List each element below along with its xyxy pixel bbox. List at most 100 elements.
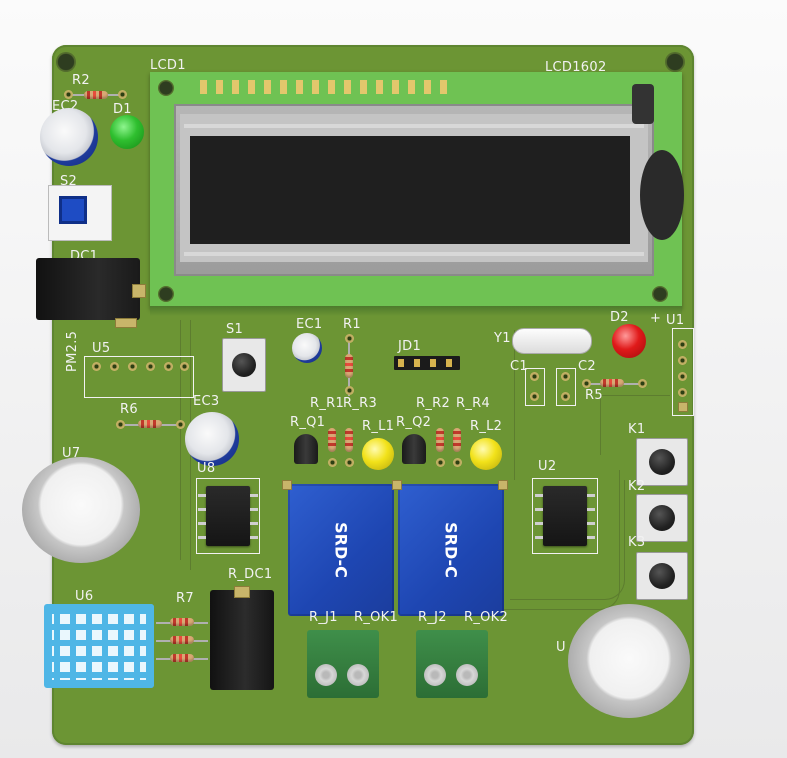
relay-1-text: SRD-C xyxy=(331,522,351,578)
pad xyxy=(530,372,539,381)
label-u1: U1 xyxy=(666,313,685,328)
pad xyxy=(282,480,292,490)
button-k3-cap[interactable] xyxy=(649,563,675,589)
pad xyxy=(392,480,402,490)
button-k1-cap[interactable] xyxy=(649,449,675,475)
pad xyxy=(530,392,539,401)
chip-u2 xyxy=(535,486,595,546)
label-s1: S1 xyxy=(226,322,244,337)
lcd-hole xyxy=(652,286,668,302)
resistor-r-r1 xyxy=(328,428,336,452)
pad xyxy=(110,362,119,371)
pad xyxy=(64,90,73,99)
button-k1[interactable] xyxy=(636,438,688,486)
lcd-bezel-line-top xyxy=(184,124,644,128)
pad xyxy=(678,356,687,365)
pad xyxy=(498,480,508,490)
dc-jack-r-dc1 xyxy=(210,590,274,690)
label-y1: Y1 xyxy=(494,331,511,346)
led-r-l2-yellow xyxy=(470,438,502,470)
lcd-module-shadow xyxy=(150,306,682,316)
label-r-r2: R_R2 xyxy=(416,396,451,411)
label-c1: C1 xyxy=(510,359,528,374)
header-u5-outline xyxy=(84,356,194,398)
pad xyxy=(345,386,354,395)
lcd-hole xyxy=(158,80,174,96)
pad xyxy=(146,362,155,371)
terminal-screw[interactable] xyxy=(456,664,478,686)
label-lcd1: LCD1 xyxy=(150,58,186,73)
label-ec3: EC3 xyxy=(193,394,220,409)
label-r1: R1 xyxy=(343,317,361,332)
pad xyxy=(115,318,137,328)
terminal-screw[interactable] xyxy=(315,664,337,686)
pad xyxy=(116,420,125,429)
resistor-r7 xyxy=(170,618,194,626)
capacitor-c1 xyxy=(525,368,545,406)
label-r-ok2: R_OK2 xyxy=(464,610,509,625)
label-u7: U7 xyxy=(62,446,81,461)
lcd-hole xyxy=(158,286,174,302)
capacitor-ec1 xyxy=(292,333,322,363)
crystal-y1 xyxy=(512,328,592,354)
pad xyxy=(678,340,687,349)
label-d1: D1 xyxy=(113,102,132,117)
label-r-j2: R_J2 xyxy=(418,610,447,625)
label-r-q1: R_Q1 xyxy=(290,415,326,430)
pad xyxy=(92,362,101,371)
label-r-ok1: R_OK1 xyxy=(354,610,399,625)
lcd-backlight-blob xyxy=(640,150,684,240)
chip-u8 xyxy=(198,486,258,546)
lcd-bezel-line-bottom xyxy=(184,252,644,256)
switch-s2-button[interactable] xyxy=(59,196,87,224)
pad xyxy=(561,392,570,401)
label-s2: S2 xyxy=(60,174,78,189)
label-d2: D2 xyxy=(610,310,629,325)
label-u6: U6 xyxy=(75,589,94,604)
label-r-r1: R_R1 xyxy=(310,396,345,411)
pad xyxy=(582,379,591,388)
label-r-r3: R_R3 xyxy=(343,396,378,411)
pad xyxy=(176,420,185,429)
label-r-l2: R_L2 xyxy=(470,419,503,434)
label-ec1: EC1 xyxy=(296,317,323,332)
button-k2[interactable] xyxy=(636,494,688,542)
button-k2-cap[interactable] xyxy=(649,505,675,531)
label-u2: U2 xyxy=(538,459,557,474)
pad xyxy=(118,90,127,99)
relay-2-text: SRD-C xyxy=(441,522,461,578)
label-r7: R7 xyxy=(176,591,194,606)
label-u5: U5 xyxy=(92,341,111,356)
header-u1-outline xyxy=(672,328,694,416)
label-r-l1: R_L1 xyxy=(362,419,395,434)
terminal-r-j2 xyxy=(416,630,488,698)
header-jd1-pins xyxy=(398,359,456,367)
button-s1-cap[interactable] xyxy=(232,353,256,377)
mounting-hole-top-left xyxy=(56,52,76,72)
label-plus: + xyxy=(650,311,662,326)
pcb-trace xyxy=(355,330,515,480)
pcb-trace xyxy=(510,480,625,600)
button-k3[interactable] xyxy=(636,552,688,600)
resistor-r-r4 xyxy=(453,428,461,452)
label-r2: R2 xyxy=(72,73,90,88)
button-s1[interactable] xyxy=(222,338,266,392)
sensor-u7 xyxy=(22,457,140,563)
pad xyxy=(180,362,189,371)
terminal-screw[interactable] xyxy=(424,664,446,686)
label-r-dc1: R_DC1 xyxy=(228,567,273,582)
label-jd1: JD1 xyxy=(398,339,422,354)
capacitor-ec2 xyxy=(40,108,98,166)
resistor-r1 xyxy=(345,354,353,378)
sensor-u xyxy=(568,604,690,718)
label-r-j1: R_J1 xyxy=(309,610,338,625)
terminal-screw[interactable] xyxy=(347,664,369,686)
label-lcd1602: LCD1602 xyxy=(545,60,607,75)
label-u8: U8 xyxy=(197,461,216,476)
dc-jack-dc1 xyxy=(36,258,140,320)
resistor-r7c xyxy=(170,654,194,662)
pad xyxy=(128,362,137,371)
resistor-r6 xyxy=(138,420,162,428)
pcb-trace xyxy=(500,470,620,610)
pcb-trace xyxy=(180,320,300,560)
